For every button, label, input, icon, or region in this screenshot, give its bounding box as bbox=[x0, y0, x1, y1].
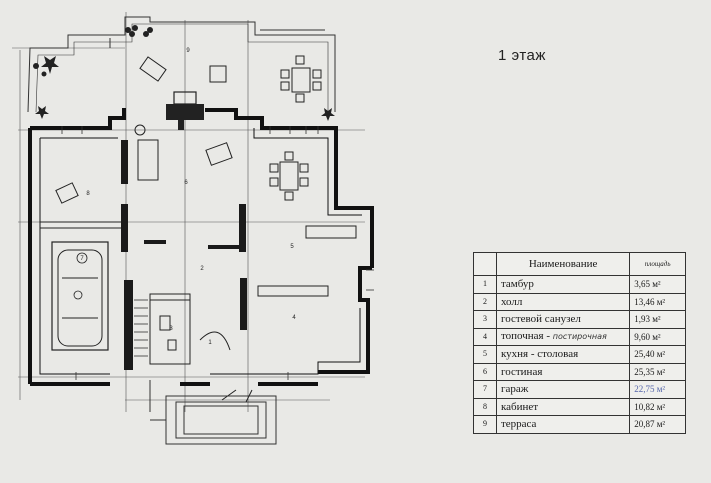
header-num-cell bbox=[473, 252, 497, 276]
axis-lines bbox=[12, 12, 365, 412]
room-label-terrace: 9 bbox=[186, 48, 190, 54]
room-num: 2 bbox=[473, 292, 497, 311]
room-label-vestibule: 1 bbox=[208, 340, 212, 346]
table-row: 3 гостевой санузел 1,93 м² bbox=[473, 310, 686, 329]
dimension-ticks bbox=[61, 126, 374, 380]
stairs bbox=[134, 299, 148, 357]
header-name: Наименование bbox=[495, 252, 631, 276]
room-name: кухня - столовая bbox=[495, 345, 631, 364]
garage-car bbox=[51, 241, 109, 351]
room-label-hall: 2 bbox=[200, 266, 204, 272]
table-row: 1 тамбур 3,65 м² bbox=[473, 275, 686, 294]
table-row: 7 гараж 22,75 м² bbox=[473, 380, 686, 399]
room-num: 4 bbox=[473, 327, 497, 346]
table-row: 6 гостиная 25,35 м² bbox=[473, 362, 686, 381]
table-header-row: Наименование площадь bbox=[473, 252, 686, 276]
room-name: гараж bbox=[495, 380, 631, 399]
furniture bbox=[55, 56, 233, 351]
terrace-outline bbox=[27, 16, 336, 113]
dining-table bbox=[269, 151, 309, 201]
room-label-garage: 7 bbox=[80, 256, 84, 262]
room-area: 3,65 м² bbox=[629, 275, 686, 294]
room-num: 1 bbox=[473, 275, 497, 294]
room-name: терраса bbox=[495, 415, 631, 434]
room-area: 25,35 м² bbox=[629, 362, 686, 381]
room-label-living: 6 bbox=[184, 180, 188, 186]
room-area: 20,87 м² bbox=[629, 415, 686, 434]
room-area: 25,40 м² bbox=[629, 345, 686, 364]
room-area: 1,93 м² bbox=[629, 310, 686, 329]
room-name-handwritten: постирочная bbox=[552, 332, 607, 342]
terrace-table bbox=[280, 55, 322, 103]
fireplace-block bbox=[166, 104, 204, 120]
room-name: топочная - bbox=[500, 330, 551, 343]
plants bbox=[33, 25, 335, 121]
room-num: 5 bbox=[473, 345, 497, 364]
header-area: площадь bbox=[629, 252, 686, 276]
room-num: 9 bbox=[473, 415, 497, 434]
table-row: 8 кабинет 10,82 м² bbox=[473, 397, 686, 416]
room-label-kitchen: 5 bbox=[290, 244, 294, 250]
room-area: 9,60 м² bbox=[629, 327, 686, 346]
room-label-office: 8 bbox=[86, 191, 90, 197]
exterior-walls bbox=[28, 108, 374, 386]
room-num: 8 bbox=[473, 397, 497, 416]
room-area: 10,82 м² bbox=[629, 397, 686, 416]
wall-inner-lines bbox=[39, 128, 362, 375]
room-name: гостевой санузел bbox=[495, 310, 631, 329]
room-num: 6 bbox=[473, 362, 497, 381]
floor-title: 1 этаж bbox=[498, 47, 546, 64]
room-name: холл bbox=[495, 292, 631, 311]
room-name-cell: топочная - постирочная bbox=[495, 327, 631, 346]
room-schedule-table: Наименование площадь 1 тамбур 3,65 м² 2 … bbox=[473, 252, 686, 434]
room-label-wc: 3 bbox=[169, 326, 173, 332]
room-area: 13,46 м² bbox=[629, 292, 686, 311]
porch bbox=[149, 380, 277, 445]
interior-partitions bbox=[121, 140, 247, 370]
table-row: 4 топочная - постирочная 9,60 м² bbox=[473, 327, 686, 346]
room-num: 3 bbox=[473, 310, 497, 329]
room-name: тамбур bbox=[495, 275, 631, 294]
room-label-boiler: 4 bbox=[292, 315, 296, 321]
room-name: кабинет bbox=[495, 397, 631, 416]
table-row: 5 кухня - столовая 25,40 м² bbox=[473, 345, 686, 364]
table-row: 2 холл 13,46 м² bbox=[473, 292, 686, 311]
room-area: 22,75 м² bbox=[629, 380, 686, 399]
room-name: гостиная bbox=[495, 362, 631, 381]
table-row: 9 терраса 20,87 м² bbox=[473, 415, 686, 434]
room-num: 7 bbox=[473, 380, 497, 399]
